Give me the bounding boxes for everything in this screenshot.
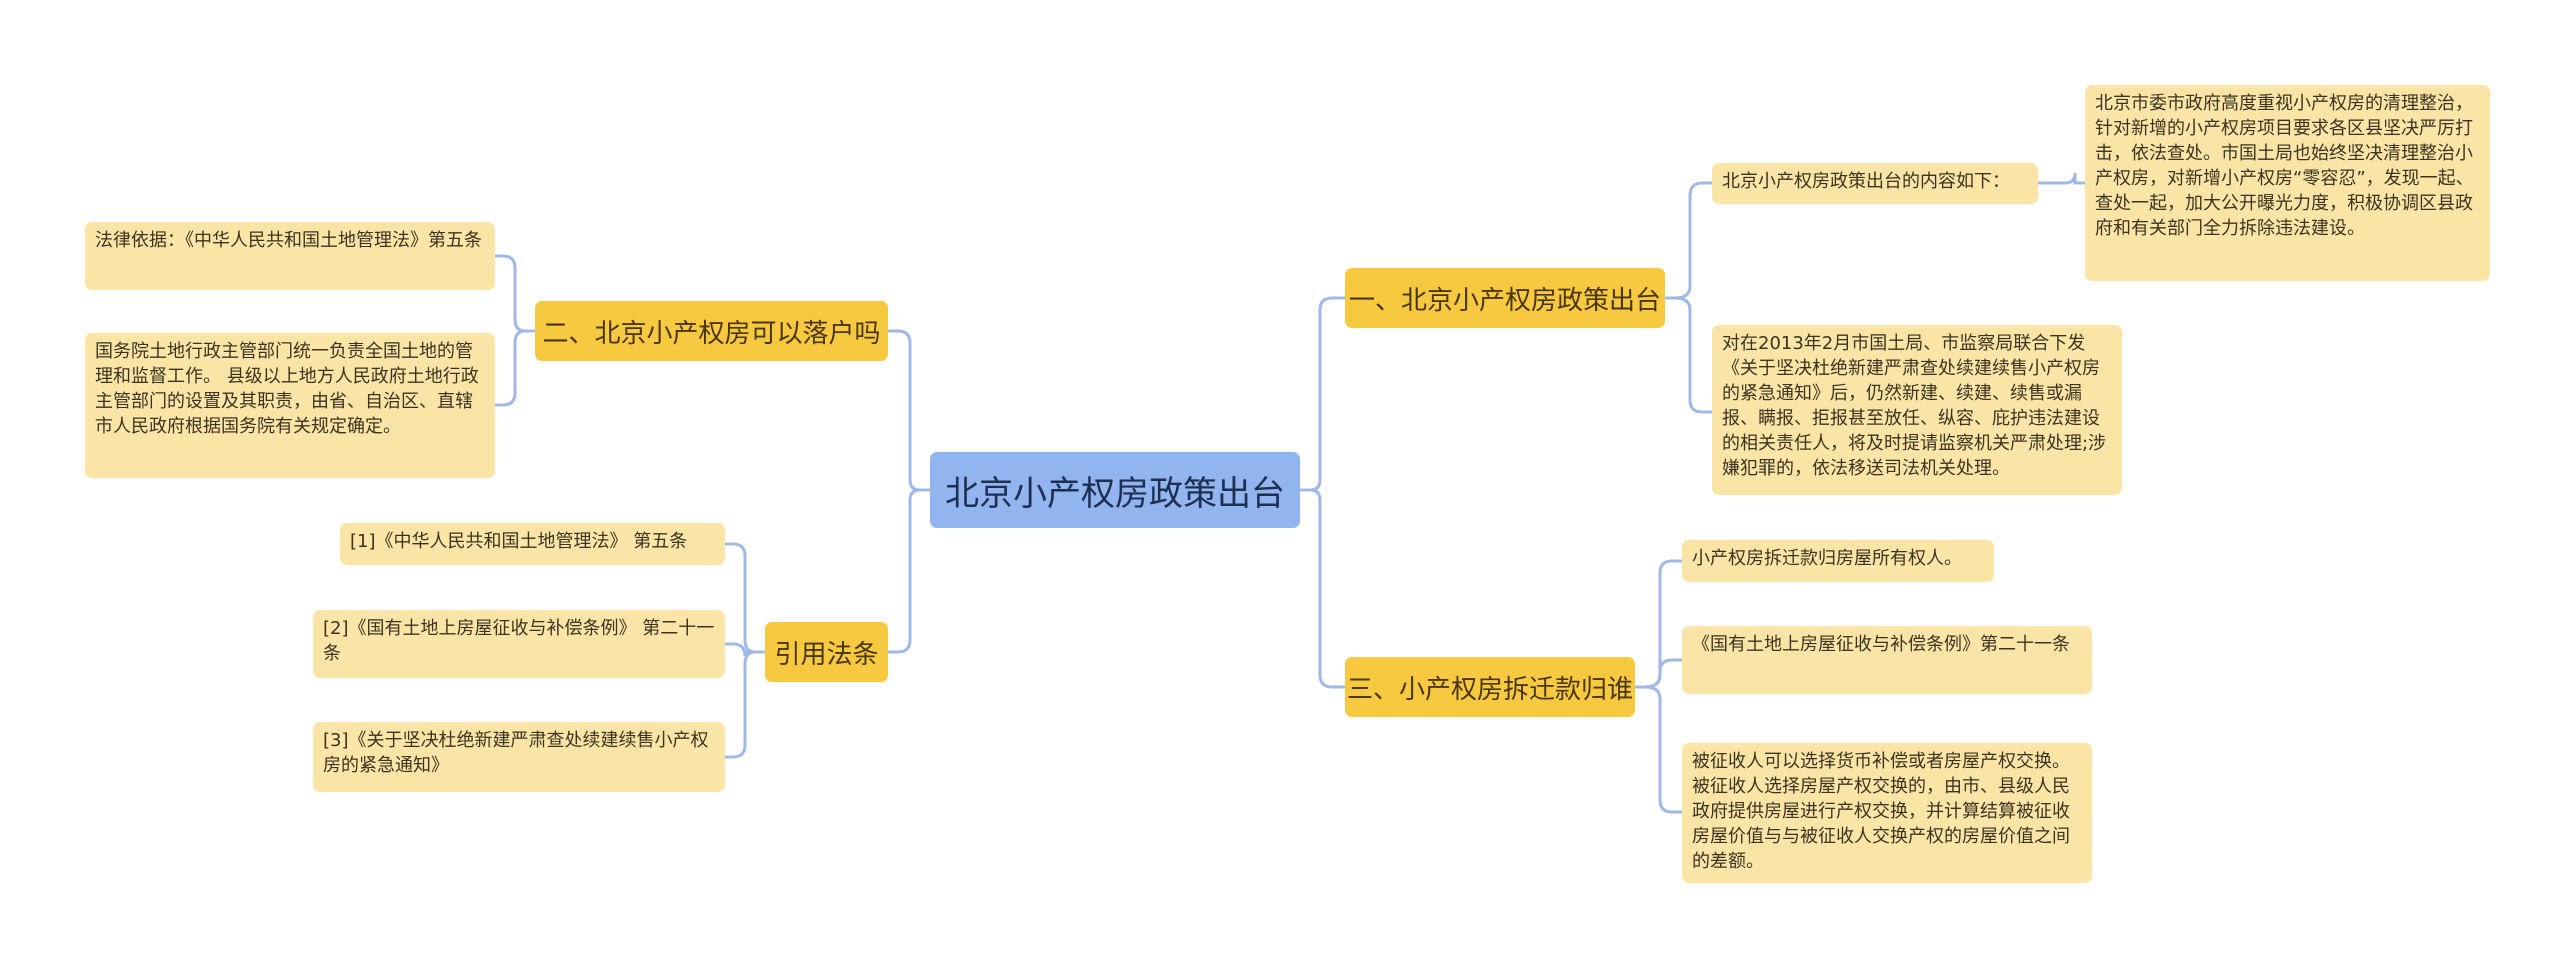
leaf-legal-basis[interactable]: 法律依据：《中华人民共和国土地管理法》第五条: [85, 222, 495, 290]
connector-b1-c2: [1674, 296, 1712, 414]
connector-c1-gc: [2038, 172, 2085, 185]
branch-cited-laws[interactable]: 引用法条: [765, 622, 888, 682]
branch-household-registration[interactable]: 二、北京小产权房可以落户吗: [535, 301, 888, 361]
connector-b3-c2: [495, 329, 526, 407]
connector-b1-c1: [1665, 181, 1712, 300]
leaf-compensation-owner[interactable]: 小产权房拆迁款归房屋所有权人。: [1682, 540, 1994, 582]
connector-b2-c1: [1635, 559, 1682, 689]
leaf-citation-3[interactable]: [3]《关于坚决杜绝新建严肃查处续建续售小产权房的紧急通知》: [313, 722, 725, 792]
mindmap-root[interactable]: 北京小产权房政策出台: [930, 452, 1300, 528]
connector-b2-c3: [1644, 685, 1682, 814]
branch-compensation-owner[interactable]: 三、小产权房拆迁款归谁: [1345, 657, 1635, 717]
branch-policy-issued[interactable]: 一、北京小产权房政策出台: [1345, 268, 1665, 328]
connector-root-b4: [888, 488, 921, 654]
leaf-regulation-article-21[interactable]: 《国有土地上房屋征收与补偿条例》第二十一条: [1682, 626, 2092, 694]
leaf-citation-1[interactable]: [1]《中华人民共和国土地管理法》 第五条: [340, 523, 725, 565]
connector-b4-c1: [725, 542, 765, 654]
leaf-policy-content-intro[interactable]: 北京小产权房政策出台的内容如下：: [1712, 163, 2038, 204]
connector-root-b3: [888, 329, 930, 492]
leaf-citation-2[interactable]: [2]《国有土地上房屋征收与补偿条例》 第二十一条: [313, 610, 725, 678]
connector-b4-c3: [725, 650, 756, 759]
connector-root-b2: [1309, 488, 1345, 689]
leaf-policy-accountability[interactable]: 对在2013年2月市国土局、市监察局联合下发《关于坚决杜绝新建严肃查处续建续售小…: [1712, 325, 2122, 495]
connector-b2-c2: [1644, 658, 1682, 689]
connector-b3-c1: [495, 254, 535, 333]
leaf-state-council-responsibility[interactable]: 国务院土地行政主管部门统一负责全国土地的管理和监督工作。 县级以上地方人民政府土…: [85, 333, 495, 478]
connector-root-b1: [1300, 296, 1345, 492]
leaf-policy-rectification[interactable]: 北京市委市政府高度重视小产权房的清理整治，针对新增的小产权房项目要求各区县坚决严…: [2085, 85, 2490, 281]
leaf-compensation-options[interactable]: 被征收人可以选择货币补偿或者房屋产权交换。被征收人选择房屋产权交换的，由市、县级…: [1682, 743, 2092, 883]
